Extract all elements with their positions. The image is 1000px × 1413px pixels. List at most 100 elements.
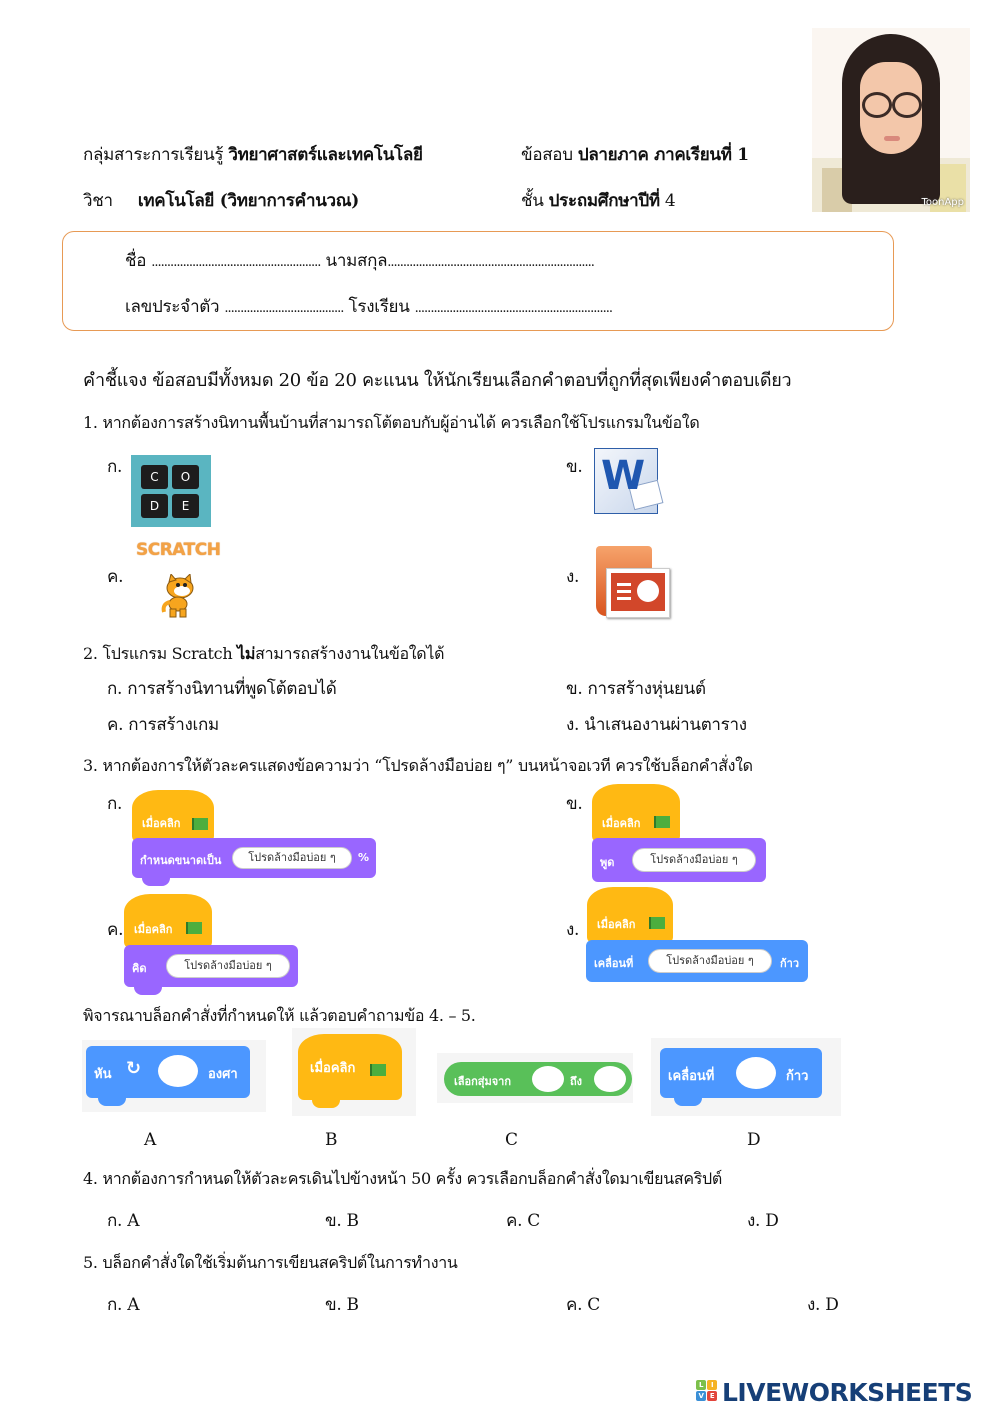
q2-option-b[interactable]: ข. การสร้างหุ่นยนต์	[566, 679, 706, 699]
powerpoint-icon[interactable]	[596, 546, 670, 618]
exam-type: ข้อสอบ ปลายภาค ภาคเรียนที่ 1	[521, 144, 749, 166]
q1-option-a-label[interactable]: ก.	[107, 457, 123, 477]
block-label: กำหนดขนาดเป็น	[140, 854, 222, 867]
q3-option-a-label[interactable]: ก.	[107, 794, 123, 814]
when-flag-clicked-block[interactable]: เมื่อคลิก	[592, 784, 680, 842]
q5-option-d[interactable]: ง. D	[807, 1295, 839, 1315]
q3-option-b-label[interactable]: ข.	[566, 794, 583, 814]
scratch-logo-text: SCRATCH	[136, 540, 221, 560]
q2-option-a[interactable]: ก. การสร้างนิทานที่พูดโต้ตอบได้	[107, 679, 337, 699]
block-c-input-from[interactable]	[532, 1066, 564, 1092]
block-suffix: ก้าว	[780, 957, 800, 970]
id-field[interactable]: ......................................	[224, 301, 344, 316]
q3-option-c-label[interactable]: ค.	[107, 920, 124, 940]
block-c-input-to[interactable]	[594, 1066, 626, 1092]
block-label: พูด	[600, 856, 615, 869]
set-size-block[interactable]: กำหนดขนาดเป็น โปรดล้างมือบ่อย ๆ %	[132, 838, 376, 886]
move-steps-block[interactable]: เคลื่อนที่ ก้าว	[660, 1048, 822, 1106]
when-flag-clicked-block[interactable]: เมื่อคลิก	[132, 790, 214, 842]
question-5-text: 5. บล็อกคำสั่งใดใช้เริ่มต้นการเขียนสคริป…	[83, 1253, 458, 1272]
q3-option-d-label[interactable]: ง.	[566, 920, 580, 940]
green-flag-icon	[192, 818, 208, 830]
surname-field[interactable]: ........................................…	[387, 255, 595, 270]
block-c-id: C	[505, 1130, 518, 1150]
avatar-lips	[884, 136, 900, 141]
green-flag-icon	[654, 816, 670, 828]
id-row: เลขประจำตัว ............................…	[125, 296, 613, 320]
microsoft-word-icon[interactable]: W	[594, 448, 664, 514]
q5-option-a[interactable]: ก. A	[107, 1295, 140, 1315]
block-b-label: เมื่อคลิก	[310, 1061, 356, 1076]
q1-option-c-label[interactable]: ค.	[107, 567, 124, 587]
block-d-input[interactable]	[736, 1057, 776, 1089]
code-letter: O	[172, 465, 199, 489]
block-a-suffix: องศา	[208, 1067, 238, 1082]
course: วิชา เทคโนโลยี (วิทยาการคำนวณ)	[83, 190, 359, 212]
live-tiles-icon: L I V E	[696, 1380, 718, 1402]
hat-label: เมื่อคลิก	[602, 817, 641, 830]
subject-group-value: วิทยาศาสตร์และเทคโนโลยี	[228, 145, 423, 165]
rotate-clockwise-icon: ↻	[126, 1058, 142, 1079]
q1-option-d-label[interactable]: ง.	[566, 567, 580, 587]
say-block[interactable]: พูด โปรดล้างมือบ่อย ๆ	[592, 838, 766, 882]
id-label: เลขประจำตัว	[125, 297, 220, 317]
q5-option-c[interactable]: ค. C	[566, 1295, 600, 1315]
exam-label: ข้อสอบ	[521, 145, 573, 165]
code-letter: D	[141, 494, 168, 518]
block-notch	[312, 1100, 340, 1108]
q2-text-bold: ไม่	[237, 644, 256, 663]
grade-value: ประถมศึกษาปีที่	[548, 191, 660, 211]
course-label: วิชา	[83, 191, 113, 211]
question-3-text: 3. หากต้องการให้ตัวละครแสดงข้อความว่า “โ…	[83, 756, 753, 775]
liveworksheets-logo[interactable]: L I V E LIVEWORKSHEETS	[696, 1378, 973, 1407]
block-label: คิด	[132, 962, 147, 975]
hat-label: เมื่อคลิก	[134, 923, 173, 936]
think-block[interactable]: คิด โปรดล้างมือบ่อย ๆ	[124, 945, 298, 995]
block-d-id: D	[747, 1130, 761, 1150]
turn-degrees-block[interactable]: หัน ↻ องศา	[86, 1046, 250, 1106]
move-steps-block[interactable]: เคลื่อนที่ โปรดล้างมือบ่อย ๆ ก้าว	[586, 940, 808, 982]
block-input[interactable]: โปรดล้างมือบ่อย ๆ	[232, 847, 352, 869]
when-flag-clicked-block[interactable]: เมื่อคลิก	[124, 894, 212, 948]
when-flag-clicked-block[interactable]: เมื่อคลิก	[298, 1034, 402, 1108]
tile: V	[696, 1391, 706, 1401]
q4-option-c[interactable]: ค. C	[506, 1211, 540, 1231]
q4-option-d[interactable]: ง. D	[747, 1211, 779, 1231]
q5-option-b[interactable]: ข. B	[325, 1295, 359, 1315]
q4-option-b[interactable]: ข. B	[325, 1211, 359, 1231]
q4-option-a[interactable]: ก. A	[107, 1211, 140, 1231]
subject-group-label: กลุ่มสาระการเรียนรู้	[83, 145, 224, 165]
teacher-avatar: ToonApp	[812, 28, 970, 212]
name-field[interactable]: ........................................…	[151, 255, 321, 270]
block-notch	[142, 878, 170, 886]
code-letter: E	[172, 494, 199, 518]
q2-option-c[interactable]: ค. การสร้างเกม	[107, 715, 219, 735]
brand-text: LIVEWORKSHEETS	[722, 1378, 973, 1407]
block-input[interactable]: โปรดล้างมือบ่อย ๆ	[166, 954, 290, 978]
glasses-icon	[862, 92, 892, 118]
course-value: เทคโนโลยี (วิทยาการคำนวณ)	[137, 191, 359, 211]
scratch-cat-icon[interactable]	[158, 574, 198, 618]
code-org-icon[interactable]: C O D E	[131, 455, 211, 527]
school-field[interactable]: ........................................…	[414, 301, 613, 316]
block-a-input[interactable]	[158, 1055, 198, 1087]
q2-option-d[interactable]: ง. นำเสนองานผ่านตาราง	[566, 715, 747, 735]
block-a-label: หัน	[94, 1067, 112, 1082]
green-flag-icon	[186, 922, 202, 934]
instructions: คำชี้แจง ข้อสอบมีทั้งหมด 20 ข้อ 20 คะแนน…	[83, 370, 792, 391]
ppt-lines	[617, 583, 631, 586]
block-a-id: A	[144, 1130, 156, 1150]
block-input[interactable]: โปรดล้างมือบ่อย ๆ	[632, 848, 756, 872]
block-suffix: %	[358, 851, 370, 864]
pick-random-block[interactable]: เลือกสุ่มจาก ถึง	[444, 1062, 632, 1096]
q1-option-b-label[interactable]: ข.	[566, 457, 583, 477]
block-input[interactable]: โปรดล้างมือบ่อย ๆ	[648, 949, 772, 973]
student-info-box	[62, 231, 894, 331]
question-4-text: 4. หากต้องการกำหนดให้ตัวละครเดินไปข้างหน…	[83, 1169, 722, 1188]
block-c-mid-label: ถึง	[570, 1075, 583, 1088]
tile: L	[696, 1380, 706, 1390]
tile: I	[707, 1380, 717, 1390]
glasses-icon	[892, 92, 922, 118]
hat-label: เมื่อคลิก	[142, 817, 181, 830]
when-flag-clicked-block[interactable]: เมื่อคลิก	[587, 887, 673, 943]
